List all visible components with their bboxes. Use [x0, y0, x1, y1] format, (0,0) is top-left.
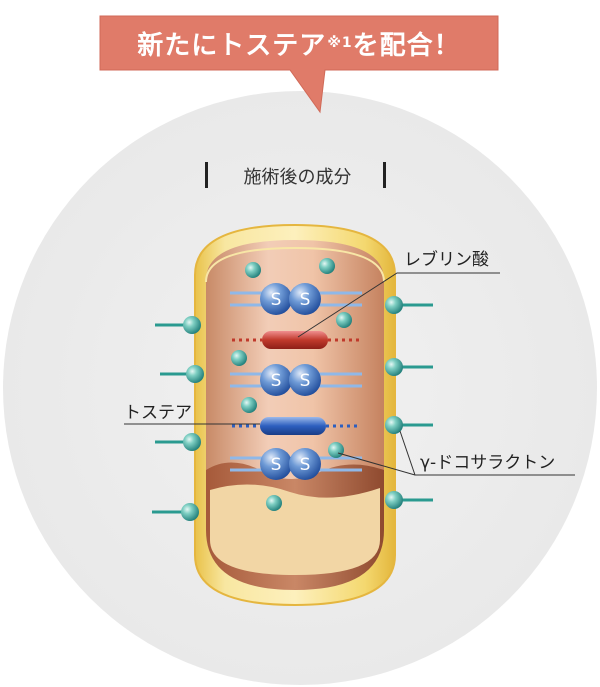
title-bar-left [205, 162, 208, 188]
hair-cross-section [194, 223, 396, 607]
ss-bond-atom [260, 448, 292, 480]
leader-lines [124, 272, 575, 476]
speech-banner [99, 15, 499, 114]
ss-bond-atom [289, 283, 321, 315]
label-leblin-acid: レブリン酸 [404, 250, 489, 270]
ss-bond-atom [289, 364, 321, 396]
leblin-acid-molecule [232, 331, 360, 349]
section-title: 施術後の成分 [243, 167, 352, 188]
tostea-molecule [232, 417, 360, 435]
s-letter: S [271, 455, 282, 475]
ss-bond-atom [260, 364, 292, 396]
s-letter: S [300, 290, 311, 310]
ss-bonds [230, 283, 362, 480]
s-letter: S [300, 371, 311, 391]
label-tostea: トステア [124, 403, 192, 423]
ss-bond-atom [289, 448, 321, 480]
outer-spheres [152, 296, 433, 521]
s-letter: S [300, 455, 311, 475]
banner-text-end: を配合！ [352, 30, 461, 61]
banner-footnote-mark: ※1 [327, 35, 353, 51]
s-letter: S [271, 290, 282, 310]
inner-spheres [231, 258, 352, 511]
title-bar-right [383, 162, 386, 188]
label-gamma-docosalactone: γ-ドコサラクトン [420, 453, 556, 473]
banner-text-main: 新たにトステア [137, 30, 327, 61]
s-letter: S [271, 371, 282, 391]
ss-bond-atom [260, 283, 292, 315]
